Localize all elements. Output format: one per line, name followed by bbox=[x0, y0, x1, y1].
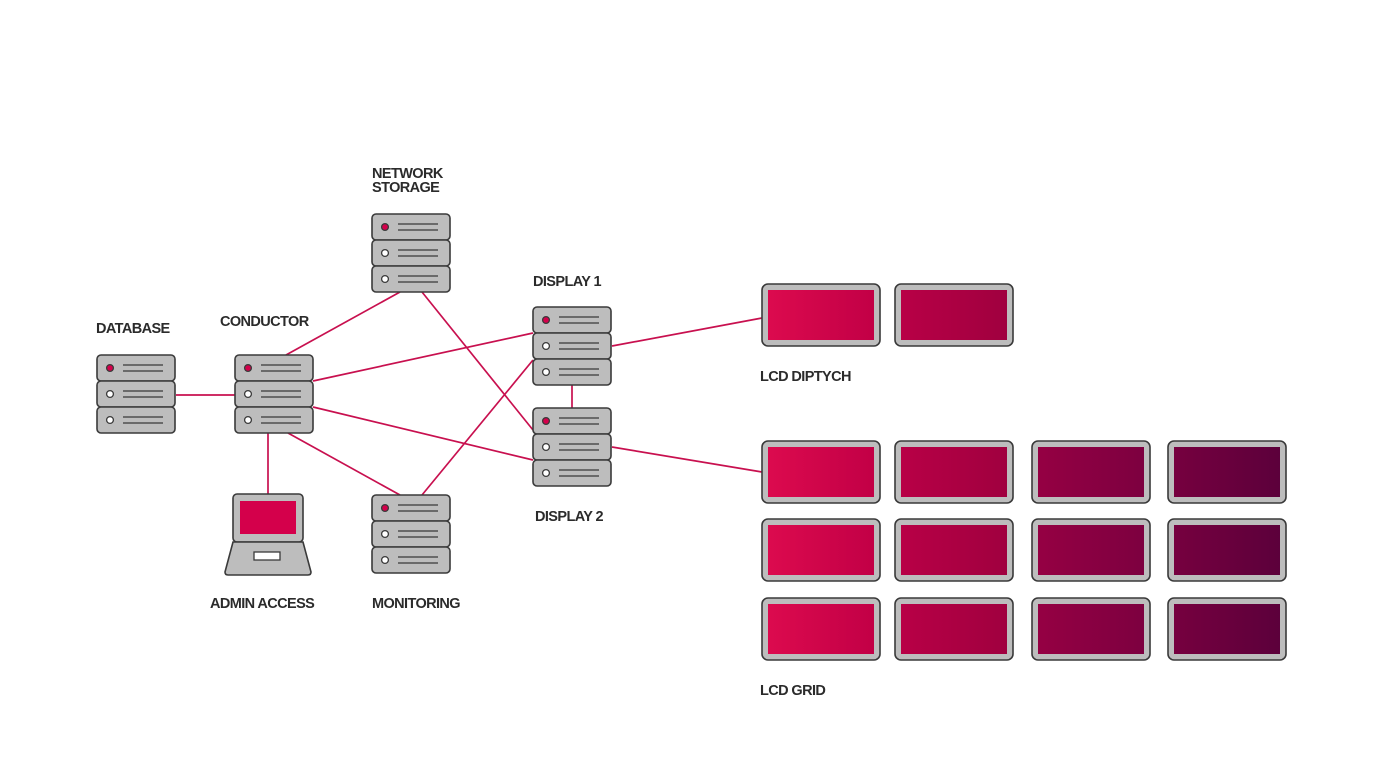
link-monitoring-display1 bbox=[421, 359, 534, 496]
labels: DATABASE CONDUCTOR NETWORK STORAGE DISPL… bbox=[96, 166, 852, 699]
grid-screen-r1-c4 bbox=[1167, 440, 1287, 504]
label-network-storage-line1: NETWORK bbox=[372, 166, 444, 182]
grid-screen-r3-c2 bbox=[894, 597, 1014, 661]
grid-screen-r2-c2 bbox=[894, 518, 1014, 582]
server-display-1 bbox=[532, 306, 612, 386]
grid-screen-r2-c4 bbox=[1167, 518, 1287, 582]
lcd-screen-icon bbox=[1167, 440, 1287, 504]
label-database: DATABASE bbox=[96, 321, 171, 337]
link-conductor-display1 bbox=[312, 332, 534, 382]
link-conductor-storage bbox=[285, 291, 401, 356]
connection-lines bbox=[176, 291, 763, 496]
laptop-icon bbox=[224, 493, 312, 576]
grid-screen-r1-c2 bbox=[894, 440, 1014, 504]
server-rack-icon bbox=[234, 354, 314, 434]
lcd-screen-icon bbox=[1167, 597, 1287, 661]
server-display-2 bbox=[532, 407, 612, 487]
label-monitoring: MONITORING bbox=[372, 596, 460, 612]
lcd-screen-icon bbox=[761, 283, 881, 347]
servers bbox=[96, 213, 612, 574]
link-display1-diptych bbox=[611, 317, 763, 347]
grid-screen-r3-c1 bbox=[761, 597, 881, 661]
label-display-1: DISPLAY 1 bbox=[533, 274, 601, 290]
admin-laptop bbox=[224, 493, 312, 576]
link-conductor-display2 bbox=[312, 406, 534, 461]
server-rack-icon bbox=[96, 354, 176, 434]
label-conductor: CONDUCTOR bbox=[220, 314, 310, 330]
lcd-screen-icon bbox=[1167, 518, 1287, 582]
lcd-screen-icon bbox=[761, 440, 881, 504]
grid-screen-r3-c3 bbox=[1031, 597, 1151, 661]
diptych-screen-2 bbox=[894, 283, 1014, 347]
lcd-screen-icon bbox=[894, 283, 1014, 347]
server-rack-icon bbox=[532, 306, 612, 386]
server-rack-icon bbox=[532, 407, 612, 487]
lcd-screens bbox=[761, 283, 1287, 661]
lcd-screen-icon bbox=[1031, 518, 1151, 582]
lcd-screen-icon bbox=[894, 597, 1014, 661]
lcd-screen-icon bbox=[894, 440, 1014, 504]
grid-screen-r1-c3 bbox=[1031, 440, 1151, 504]
label-display-2: DISPLAY 2 bbox=[535, 509, 603, 525]
server-conductor bbox=[234, 354, 314, 434]
lcd-screen-icon bbox=[894, 518, 1014, 582]
link-conductor-monitoring bbox=[287, 432, 401, 496]
lcd-screen-icon bbox=[1031, 597, 1151, 661]
lcd-screen-icon bbox=[761, 518, 881, 582]
server-rack-icon bbox=[371, 494, 451, 574]
grid-screen-r2-c1 bbox=[761, 518, 881, 582]
label-admin-access: ADMIN ACCESS bbox=[210, 596, 315, 612]
lcd-screen-icon bbox=[1031, 440, 1151, 504]
diptych-screen-1 bbox=[761, 283, 881, 347]
grid-screen-r1-c1 bbox=[761, 440, 881, 504]
lcd-screen-icon bbox=[761, 597, 881, 661]
grid-screen-r3-c4 bbox=[1167, 597, 1287, 661]
server-rack-icon bbox=[371, 213, 451, 293]
link-display2-grid bbox=[611, 446, 763, 473]
label-lcd-grid: LCD GRID bbox=[760, 683, 825, 699]
label-lcd-diptych: LCD DIPTYCH bbox=[760, 369, 851, 385]
server-monitoring bbox=[371, 494, 451, 574]
link-storage-display2 bbox=[421, 291, 534, 431]
label-network-storage-line2: STORAGE bbox=[372, 180, 440, 196]
server-database bbox=[96, 354, 176, 434]
grid-screen-r2-c3 bbox=[1031, 518, 1151, 582]
server-network-storage bbox=[371, 213, 451, 293]
